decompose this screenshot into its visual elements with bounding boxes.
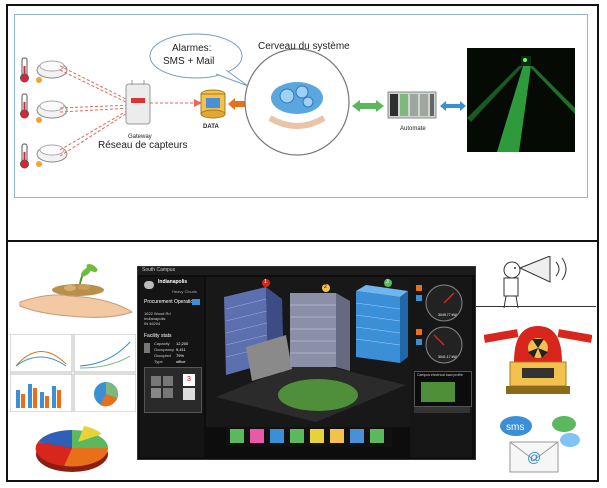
building-2 bbox=[290, 293, 350, 371]
automate-corridor-double-arrow bbox=[440, 101, 466, 111]
pie-chart-3d-icon bbox=[35, 426, 109, 472]
weather-text: Heavy Clouds bbox=[172, 289, 197, 294]
timeline-slider[interactable] bbox=[414, 407, 470, 413]
app-tile[interactable] bbox=[250, 429, 264, 443]
smoke-detector-icon bbox=[36, 60, 68, 83]
corridor-lighting-photo bbox=[467, 48, 575, 152]
building-badge-1[interactable]: 1 bbox=[264, 279, 267, 285]
smoke-detector-icon bbox=[36, 144, 68, 167]
section-title: Procurement Operations bbox=[144, 299, 199, 305]
thermometer-icon bbox=[20, 143, 29, 169]
load-profile-chart[interactable]: Campus electrical load profile bbox=[414, 371, 472, 407]
thermometer-icon bbox=[20, 93, 29, 119]
signal-rays bbox=[60, 65, 133, 157]
ground-line bbox=[476, 306, 596, 307]
stats-building-icon bbox=[144, 343, 150, 353]
app-tile[interactable] bbox=[230, 429, 244, 443]
brain-automate-double-arrow bbox=[352, 100, 384, 112]
floor-plan-panel[interactable]: 3 bbox=[144, 367, 202, 413]
megaphone-man-icon bbox=[503, 256, 567, 308]
facility-stats-label: Facility stats bbox=[144, 333, 172, 339]
app-tile[interactable] bbox=[310, 429, 324, 443]
address-line1: 1622 Wood Rd bbox=[144, 311, 171, 316]
smoke-detector-icon bbox=[36, 100, 68, 123]
smart-building-dashboard: South Campus Indianapolis Heavy Clouds P… bbox=[137, 266, 476, 460]
app-tile[interactable] bbox=[370, 429, 384, 443]
address-line2: Indianapolis bbox=[144, 316, 166, 321]
gauge-icon bbox=[416, 326, 463, 364]
building-3 bbox=[355, 285, 408, 363]
gateway-label: Gateway bbox=[128, 134, 152, 140]
gateway-to-data-arrow bbox=[150, 99, 202, 107]
automate-label: Automate bbox=[400, 126, 426, 132]
gauge-icon bbox=[416, 284, 463, 322]
building-badge-3[interactable]: 3 bbox=[386, 279, 389, 285]
campus-3d-view[interactable] bbox=[206, 277, 412, 427]
sensor-group bbox=[20, 57, 68, 169]
money-hand-icon bbox=[19, 264, 134, 318]
profile-title: Campus electrical load profile bbox=[417, 373, 463, 377]
outer-frame bbox=[6, 4, 599, 482]
city-name: Indianapolis bbox=[158, 279, 188, 285]
floor-number: 3 bbox=[183, 374, 195, 386]
data-label: DATA bbox=[203, 124, 219, 130]
alarm-speech-bubble bbox=[149, 33, 249, 87]
charts-collage bbox=[10, 334, 136, 412]
plc-automate-icon bbox=[387, 91, 437, 119]
brain-gear-icon bbox=[268, 82, 326, 129]
brain-title: Cerveau du système bbox=[258, 41, 350, 52]
warning-beacon-icon bbox=[484, 326, 592, 394]
gauge1-value: 3049.77 kW bbox=[438, 313, 457, 317]
svg-text:sms: sms bbox=[506, 422, 524, 433]
gauge2-value: 3041.17 kW bbox=[438, 355, 457, 359]
network-label: Réseau de capteurs bbox=[98, 140, 188, 151]
svg-text:@: @ bbox=[527, 449, 541, 465]
cloud-icon bbox=[144, 281, 154, 289]
address-line3: IN 46204 bbox=[144, 321, 161, 326]
app-tile-bar bbox=[226, 427, 392, 447]
gauges bbox=[416, 284, 463, 364]
profile-bar bbox=[421, 382, 455, 402]
building-1 bbox=[224, 287, 292, 381]
bubble-line1: Alarmes: bbox=[172, 43, 212, 54]
gateway-icon bbox=[125, 80, 151, 125]
database-icon bbox=[200, 89, 226, 119]
building-icon[interactable] bbox=[192, 299, 200, 305]
building-badge-2[interactable]: 2 bbox=[324, 284, 327, 290]
section-divider bbox=[6, 240, 599, 242]
app-tile[interactable] bbox=[330, 429, 344, 443]
sms-mail-icon: sms @ bbox=[500, 416, 580, 473]
app-tile[interactable] bbox=[350, 429, 364, 443]
brain-circle bbox=[244, 48, 350, 156]
app-tile[interactable] bbox=[270, 429, 284, 443]
site-name[interactable]: South Campus bbox=[142, 267, 176, 273]
bubble-line2: SMS + Mail bbox=[163, 56, 215, 67]
app-tile[interactable] bbox=[290, 429, 304, 443]
thermometer-icon bbox=[20, 57, 29, 83]
